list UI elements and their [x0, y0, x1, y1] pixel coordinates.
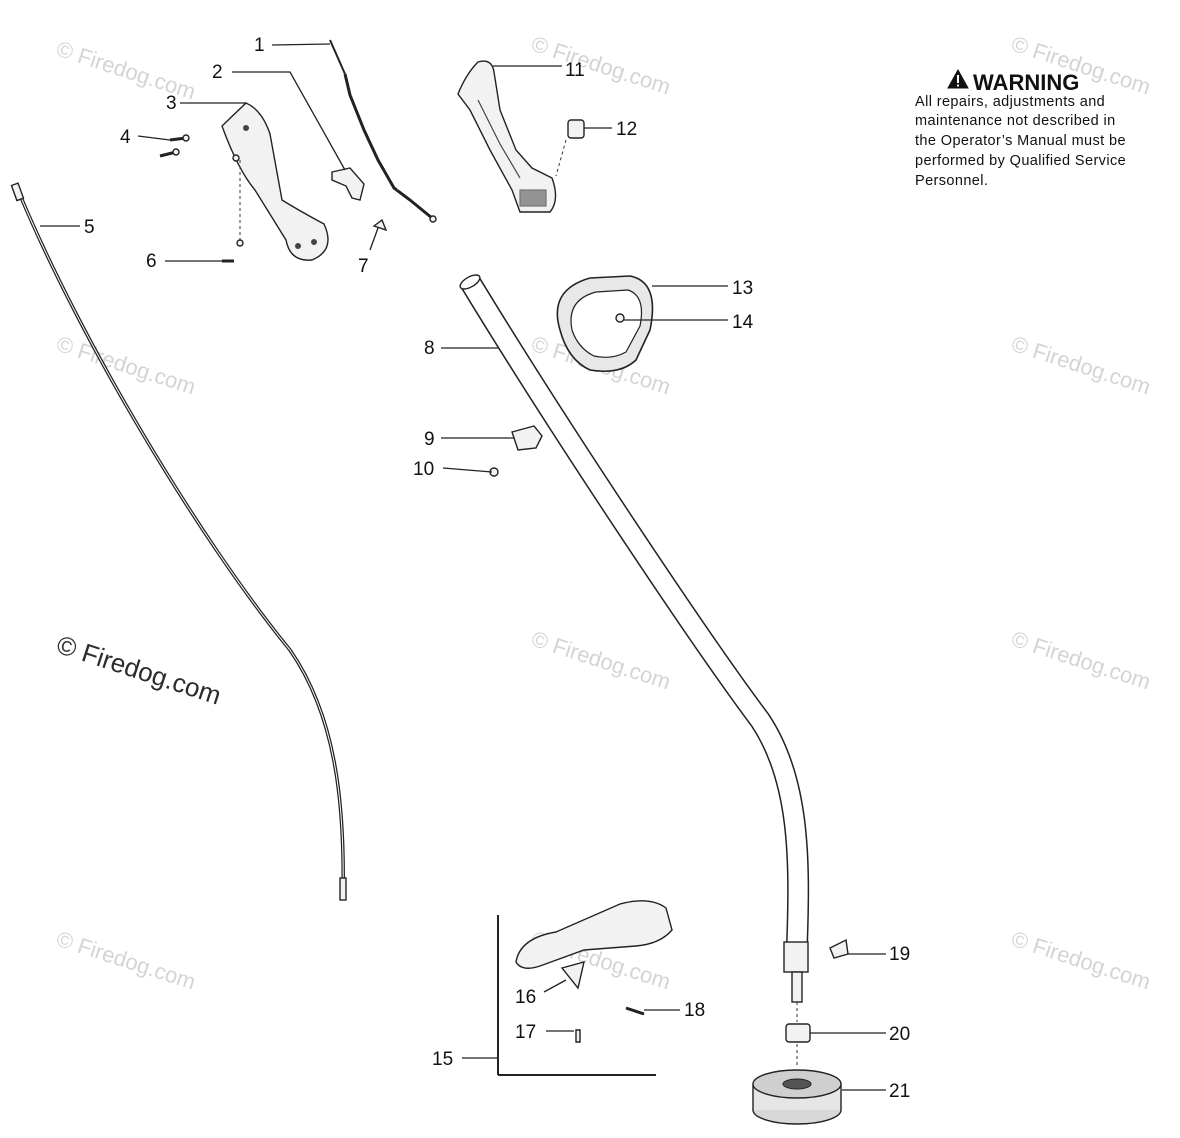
watermark: © Firedog.com — [1008, 331, 1153, 399]
throttle-trigger-part — [331, 167, 365, 201]
callout-20: 20 — [889, 1024, 910, 1045]
loop-handle-part — [556, 275, 654, 373]
callout-4: 4 — [120, 127, 131, 148]
callout-6: 6 — [146, 251, 157, 272]
warning-line: All repairs, adjustments and — [915, 94, 1105, 110]
warning-triangle-icon — [947, 68, 969, 89]
wing-nut-part — [829, 938, 849, 959]
clip-part — [372, 218, 388, 232]
screw-part — [625, 1006, 645, 1016]
nut-part — [785, 1023, 811, 1066]
watermark: © Firedog.com — [528, 626, 673, 694]
rear-handle-part — [457, 60, 557, 213]
warning-line: performed by Qualified Service — [915, 153, 1126, 169]
shaft-tube-part — [459, 274, 810, 946]
watermark: © Firedog.com — [1008, 926, 1153, 994]
callout-19: 19 — [889, 944, 910, 965]
callout-21: 21 — [889, 1081, 910, 1102]
guard-assembly-bracket — [497, 915, 656, 1076]
screw-part — [575, 1029, 581, 1043]
callout-10: 10 — [413, 459, 434, 480]
callout-3: 3 — [166, 93, 177, 114]
warning-line: maintenance not described in — [915, 113, 1116, 129]
watermark: © Firedog.com — [53, 36, 198, 104]
callout-13: 13 — [732, 278, 753, 299]
callouts-layer: 1 2 3 4 5 6 7 8 9 10 11 12 13 14 15 16 1 — [40, 35, 910, 1102]
callout-11: 11 — [565, 60, 585, 81]
warning-box: WARNING All repairs, adjustments and mai… — [915, 68, 1126, 189]
throttle-cable-part — [329, 39, 437, 223]
callout-2: 2 — [212, 62, 223, 83]
callout-16: 16 — [515, 987, 536, 1008]
callout-14: 14 — [732, 312, 754, 333]
callout-1: 1 — [254, 35, 265, 56]
coupler-part — [783, 941, 809, 1022]
warning-title: WARNING — [973, 70, 1079, 95]
callout-9: 9 — [424, 429, 435, 450]
trimmer-head-part — [752, 1069, 842, 1125]
callout-15: 15 — [432, 1049, 453, 1070]
callout-8: 8 — [424, 338, 435, 359]
warning-line: Personnel. — [915, 173, 988, 189]
callout-12: 12 — [616, 119, 637, 140]
callout-18: 18 — [684, 1000, 705, 1021]
handle-housing-part — [221, 102, 329, 261]
grass-guard-part — [515, 900, 673, 969]
callout-17: 17 — [515, 1022, 536, 1043]
watermark: © Firedog.com — [53, 926, 198, 994]
watermark-main: © Firedog.com — [53, 629, 225, 710]
callout-5: 5 — [84, 217, 95, 238]
cutter-blade-part — [560, 961, 585, 990]
watermark-layer: © Firedog.com © Firedog.com © Firedog.co… — [53, 31, 1153, 994]
drive-shaft-part — [10, 182, 347, 901]
screw-part — [159, 134, 190, 158]
watermark: © Firedog.com — [1008, 626, 1153, 694]
watermark: © Firedog.com — [528, 31, 673, 99]
watermark: © Firedog.com — [53, 331, 198, 399]
callout-7: 7 — [358, 256, 369, 277]
clamp-part — [511, 425, 543, 451]
warning-line: the Operator’s Manual must be — [915, 133, 1126, 149]
cap-part — [555, 119, 585, 177]
screw-part — [222, 154, 244, 263]
